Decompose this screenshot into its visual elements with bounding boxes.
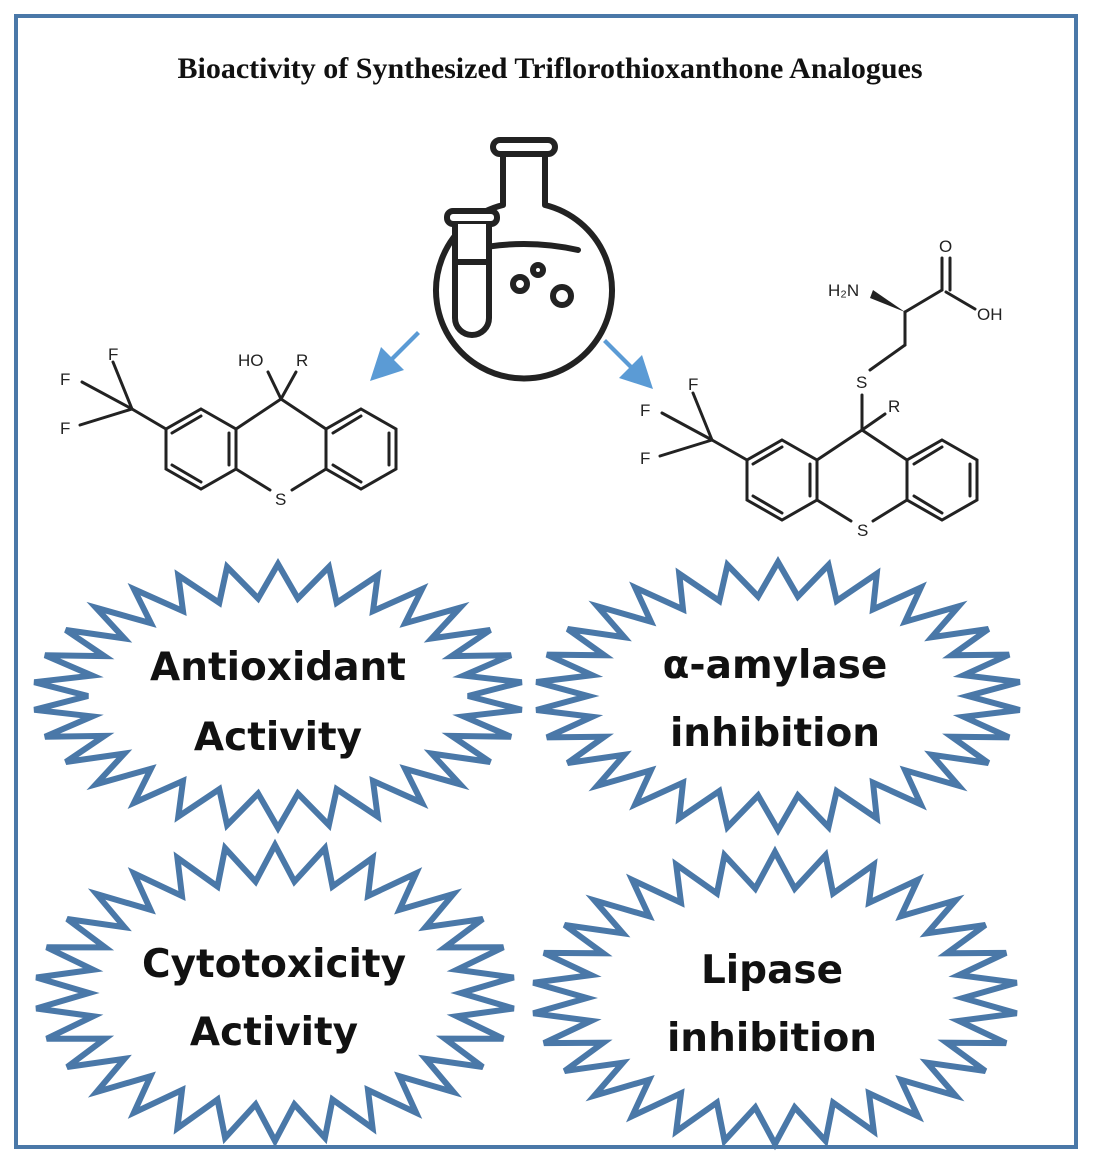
atom-r: R	[888, 397, 900, 416]
activity-label: Lipase	[701, 948, 843, 993]
activity-label: Cytotoxicity	[142, 942, 406, 987]
starburst-antioxidant	[33, 557, 523, 835]
atom-r: R	[296, 351, 308, 370]
arrow-down-left-icon	[370, 331, 420, 381]
arrow-down-right-icon	[603, 339, 653, 389]
activity-label: inhibition	[667, 1016, 877, 1061]
atom-h2n: H₂N	[828, 281, 859, 300]
activity-label: α-amylase	[663, 643, 888, 688]
atom-f: F	[640, 401, 650, 420]
molecule-left	[78, 360, 398, 492]
activity-label: inhibition	[670, 711, 880, 756]
starburst-cytotoxicity	[35, 838, 515, 1148]
molecule-left-labels: F F F HO R S	[60, 345, 308, 509]
atom-s: S	[275, 490, 286, 509]
molecule-right-labels: F F F R S S H₂N O OH	[640, 237, 1003, 540]
activity-label: Activity	[190, 1010, 358, 1055]
atom-o: O	[939, 237, 952, 256]
atom-f: F	[60, 419, 70, 438]
atom-s: S	[856, 373, 867, 392]
starburst-lipase	[532, 845, 1018, 1151]
activity-label: Antioxidant	[150, 645, 406, 690]
starburst-amylase	[535, 555, 1021, 837]
figure-title: Bioactivity of Synthesized Triflorothiox…	[177, 52, 923, 85]
atom-f: F	[688, 375, 698, 394]
molecule-right	[658, 256, 979, 523]
atom-s: S	[857, 521, 868, 540]
atom-f: F	[108, 345, 118, 364]
test-tube-icon	[444, 208, 500, 338]
wedge-bond	[870, 290, 905, 312]
activity-label: Activity	[194, 715, 362, 760]
atom-f: F	[60, 370, 70, 389]
atom-oh: OH	[977, 305, 1003, 324]
atom-f: F	[640, 449, 650, 468]
atom-ho: HO	[238, 351, 264, 370]
